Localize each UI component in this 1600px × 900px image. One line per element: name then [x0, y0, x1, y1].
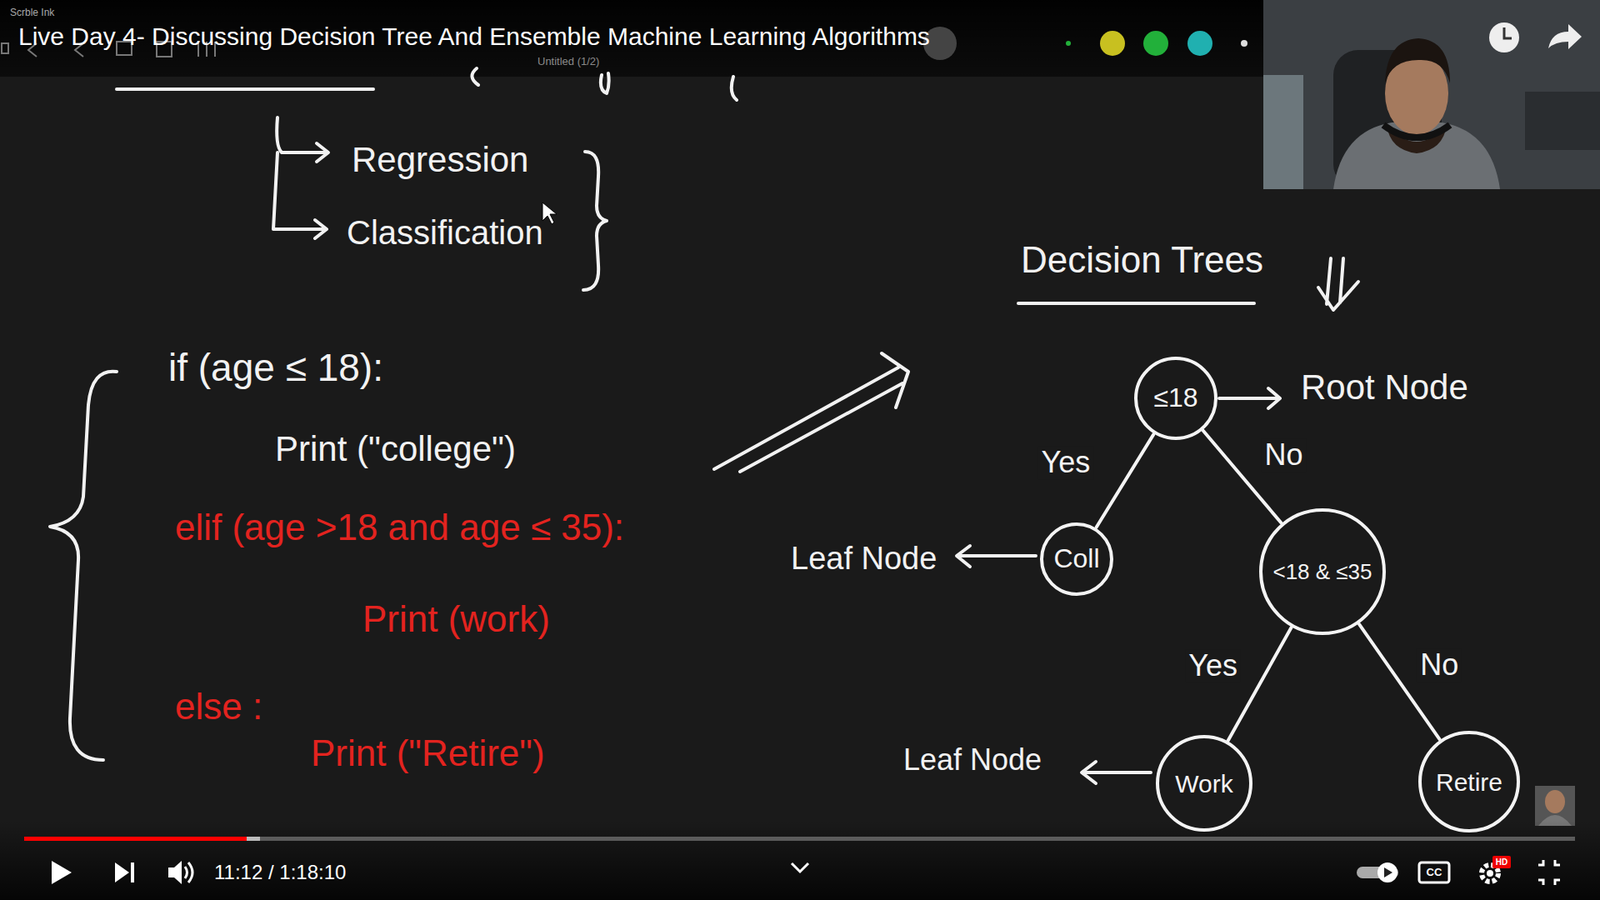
leader-arrow	[956, 545, 1036, 567]
code-line: elif (age >18 and age ≤ 35):	[175, 506, 625, 550]
video-title: Live Day 4- Discussing Decision Tree And…	[18, 22, 930, 52]
node-text: Retire	[1435, 768, 1503, 796]
webcam	[1263, 0, 1600, 190]
color-dot	[1100, 30, 1125, 56]
code-line: else :	[175, 685, 263, 729]
clock-icon	[1489, 22, 1520, 53]
tree-branch	[1096, 434, 1155, 527]
color-dot	[1065, 40, 1071, 46]
cc-button	[1419, 862, 1450, 883]
color-dot	[1143, 30, 1169, 56]
brace	[583, 151, 607, 290]
node-annotation: Root Node	[1300, 367, 1469, 408]
avatar	[1535, 785, 1575, 826]
tree-arrow	[276, 117, 329, 162]
tree-node-circle: Retire	[1417, 730, 1521, 834]
chevron	[791, 863, 809, 872]
node-text: Work	[1175, 770, 1233, 798]
next-button	[115, 862, 135, 883]
time-display: 11:12 / 1:18:10	[214, 860, 346, 885]
tree-branch	[1359, 624, 1440, 740]
node-text: ≤18	[1153, 383, 1198, 413]
mouse-cursor	[542, 202, 557, 225]
code-line: Print (work)	[362, 598, 550, 641]
hd-text: HD	[1495, 857, 1508, 868]
heading-text: Decision Trees	[1020, 239, 1264, 282]
player-gradient	[0, 820, 1600, 900]
brace	[50, 371, 117, 760]
color-dot	[1240, 40, 1248, 47]
tree-arrow	[273, 152, 327, 239]
leader-arrow	[1219, 388, 1280, 409]
node-annotation: Leaf Node	[903, 742, 1042, 777]
tree-node-circle: <18 & ≤35	[1258, 507, 1387, 636]
tree-branch	[1228, 627, 1292, 740]
underline	[116, 87, 374, 91]
play-button	[51, 860, 72, 885]
down-arrow	[1318, 258, 1359, 310]
cc-text: CC	[1426, 866, 1443, 880]
circle-stroke	[1041, 524, 1112, 595]
branch-label: Yes	[1185, 649, 1241, 683]
underline	[1018, 301, 1255, 305]
circle-stroke	[1157, 736, 1251, 830]
code-line: Print ("college")	[275, 429, 516, 470]
color-dot	[1187, 30, 1213, 56]
autoplay-toggle	[1356, 862, 1399, 883]
scribble	[471, 68, 737, 100]
app-name: Scrble Ink	[10, 7, 55, 20]
node-annotation: Leaf Node	[790, 540, 937, 578]
file-name: Untitled (1/2)	[537, 55, 600, 69]
circle-stroke	[1420, 732, 1519, 831]
fullscreen-icon	[1538, 860, 1560, 885]
tree-node-circle: Work	[1155, 734, 1254, 833]
branch-label: No	[1416, 648, 1462, 682]
share-icon	[1548, 24, 1582, 50]
hd-badge	[1492, 855, 1511, 869]
code-line: Print ("Retire")	[310, 732, 545, 775]
node-text: Coll	[1053, 544, 1100, 574]
volume-icon	[168, 860, 193, 885]
progress-played	[24, 836, 247, 841]
double-arrow	[714, 353, 909, 472]
circle-stroke	[1135, 358, 1216, 439]
handwritten-text: Regression	[351, 140, 529, 180]
branch-label: No	[1261, 438, 1307, 472]
circle-stroke	[1260, 510, 1385, 634]
branch-label: Yes	[1038, 445, 1095, 480]
leader-arrow	[1081, 761, 1151, 784]
progress-track	[24, 836, 1575, 841]
tree-node-circle: Coll	[1039, 521, 1115, 597]
handwritten-text: Classification	[346, 213, 544, 252]
node-text: <18 & ≤35	[1272, 560, 1372, 585]
code-line: if (age ≤ 18):	[168, 345, 384, 390]
tree-node-circle: ≤18	[1133, 355, 1219, 441]
progress-buffer	[24, 836, 260, 841]
